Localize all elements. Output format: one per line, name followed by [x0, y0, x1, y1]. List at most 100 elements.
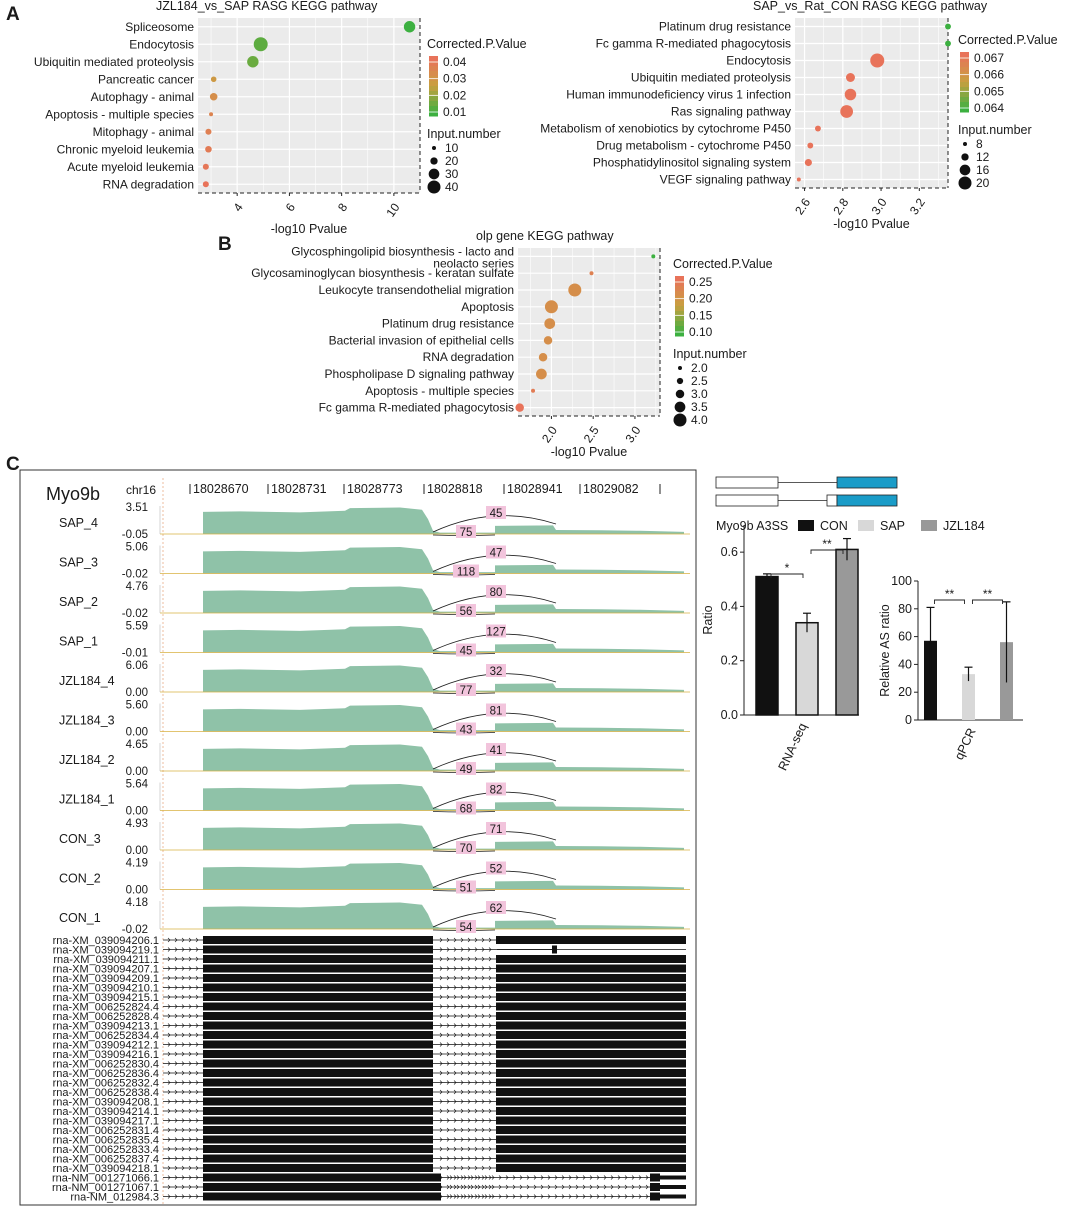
kegg-plot-sap-vs-con: SAP_vs_Rat_CON RASG KEGG pathwayPlatinum… — [540, 0, 1057, 231]
track-ymin: -0.02 — [122, 924, 148, 936]
strand-arrow — [460, 1061, 464, 1066]
legend-color-bar — [429, 71, 438, 77]
category-label: Apoptosis — [461, 300, 514, 314]
legend-size-dot — [961, 153, 969, 161]
x-axis-label: -log10 Pvalue — [551, 445, 627, 459]
strand-arrow — [460, 1184, 464, 1190]
strand-arrow — [481, 1165, 485, 1171]
legend-label-con: CON — [820, 519, 848, 533]
transcript-utr — [660, 1175, 686, 1180]
strand-arrow — [188, 1032, 192, 1038]
bar-legend: Myo9b A3SS CON SAP JZL184 — [716, 519, 985, 533]
transcript-name: rna-NM_001271066.1 — [52, 1173, 159, 1185]
transcript-exon — [203, 1069, 433, 1077]
strand-arrow — [167, 1175, 171, 1180]
strand-arrow — [181, 956, 185, 962]
strand-arrow — [174, 966, 178, 971]
strand-arrow — [575, 1175, 579, 1180]
strand-arrow — [512, 1194, 516, 1199]
strand-arrow — [474, 975, 478, 981]
data-point — [845, 73, 855, 82]
strand-arrow — [610, 1175, 614, 1180]
transcript-name: rna-XM_006252828.4 — [53, 1011, 159, 1023]
strand-arrow — [481, 1118, 485, 1123]
strand-arrow — [488, 1137, 492, 1142]
strand-arrow — [488, 1156, 492, 1161]
legend-color-title: Corrected.P.Value — [427, 37, 527, 51]
strand-arrow — [484, 1194, 488, 1199]
strand-arrow — [446, 985, 450, 990]
strand-arrow — [174, 1127, 178, 1133]
transcript-name: rna-NM_001271067.1 — [52, 1182, 159, 1194]
junction-label-bg — [456, 722, 476, 736]
transcript-exon — [650, 1192, 660, 1201]
junction-label-bg — [453, 564, 479, 578]
strand-arrow — [519, 1194, 523, 1199]
category-label: Chronic myeloid leukemia — [57, 142, 195, 156]
strand-arrow — [174, 1146, 178, 1152]
strand-arrow — [456, 1184, 460, 1190]
track-ymin: 0.00 — [126, 727, 148, 739]
junction-label-bg — [456, 643, 476, 657]
data-point — [403, 21, 416, 33]
track-ymin: -0.01 — [122, 648, 148, 660]
strand-arrow — [188, 1175, 192, 1180]
category-label: Phospholipase D signaling pathway — [325, 367, 514, 381]
transcript-exon — [496, 1107, 686, 1115]
strand-arrow — [446, 994, 450, 1000]
strand-arrow — [167, 1099, 171, 1104]
strand-arrow — [167, 956, 171, 962]
legend-size-label: 2.5 — [691, 374, 708, 388]
legend-color-bar — [429, 91, 438, 97]
strand-arrow — [446, 1146, 450, 1152]
strand-arrow — [603, 1194, 607, 1199]
strand-arrow — [174, 1108, 178, 1114]
strand-arrow — [561, 1194, 565, 1199]
strand-arrow — [460, 985, 464, 990]
strand-arrow — [474, 1194, 478, 1199]
legend-size-label: 3.5 — [691, 400, 708, 414]
strand-arrow — [624, 1175, 628, 1180]
data-point — [840, 105, 854, 118]
data-point — [807, 142, 814, 149]
junction-count-lower: 54 — [460, 922, 473, 934]
strand-arrow — [446, 937, 450, 943]
strand-arrow — [181, 1156, 185, 1161]
transcript-name: rna-XM_039094206.1 — [53, 935, 159, 947]
legend-size-label: 2.0 — [691, 361, 708, 375]
strand-arrow — [610, 1184, 614, 1190]
legend-size-label: 30 — [445, 167, 459, 181]
strand-arrow — [474, 1099, 478, 1104]
category-label: Ubiquitin mediated proteolysis — [34, 55, 194, 69]
strand-arrow — [481, 1051, 485, 1057]
strand-arrow — [596, 1184, 600, 1190]
legend-size-dot — [428, 168, 440, 180]
x-axis-label: -log10 Pvalue — [271, 222, 347, 236]
transcript-exon — [496, 1088, 686, 1096]
strand-arrow — [188, 1023, 192, 1028]
category-label: Fc gamma R-mediated phagocytosis — [596, 37, 791, 51]
strand-arrow — [195, 966, 199, 971]
strand-arrow — [474, 1023, 478, 1028]
legend-color-bar — [429, 61, 438, 67]
strand-arrow — [453, 1118, 457, 1123]
data-point — [945, 40, 951, 47]
x-tick-label: 6 — [283, 200, 298, 214]
strand-arrow — [446, 1099, 450, 1104]
strand-arrow — [439, 975, 443, 981]
strand-arrow — [453, 937, 457, 943]
legend-color-bar — [429, 66, 438, 72]
strand-arrow — [439, 1118, 443, 1123]
strand-arrow — [460, 1070, 464, 1076]
plot-title: SAP_vs_Rat_CON RASG KEGG pathway — [753, 0, 988, 13]
data-point — [515, 403, 524, 412]
legend-color-label: 0.20 — [689, 292, 713, 306]
strand-arrow — [505, 1194, 509, 1199]
x-tick-label: 2.8 — [830, 195, 851, 217]
strand-arrow — [195, 1013, 199, 1019]
x-tick-label: 3.2 — [907, 195, 928, 217]
strand-arrow — [453, 956, 457, 962]
strand-arrow — [167, 1032, 171, 1038]
junction-label-bg — [486, 901, 506, 914]
junction-count-lower: 49 — [460, 764, 473, 776]
